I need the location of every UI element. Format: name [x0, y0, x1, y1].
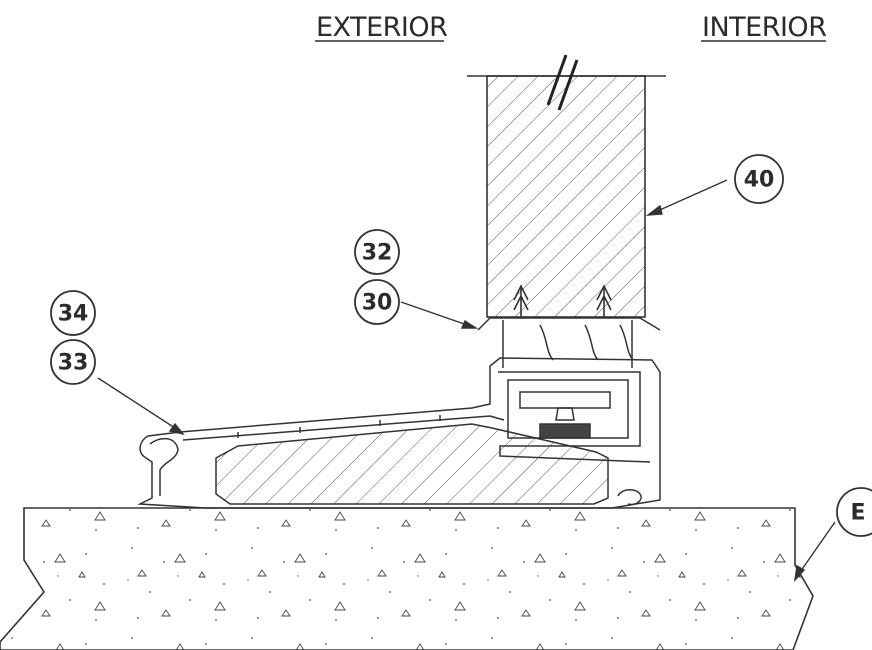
leader-lines: [97, 179, 836, 583]
svg-text:30: 30: [362, 291, 393, 316]
interior-heading: INTERIOR: [701, 12, 827, 43]
door-bottom-sweep: [477, 317, 661, 368]
svg-text:EXTERIOR: EXTERIOR: [316, 12, 447, 43]
callout-30: 30: [354, 279, 400, 325]
svg-text:INTERIOR: INTERIOR: [702, 12, 826, 43]
callout-e: E: [836, 487, 872, 537]
svg-text:40: 40: [744, 168, 775, 193]
callout-34: 34: [50, 290, 96, 336]
svg-text:34: 34: [58, 302, 89, 327]
svg-text:33: 33: [58, 351, 89, 376]
concrete-substrate: [0, 507, 814, 650]
threshold-extrusion: [137, 357, 661, 509]
svg-text:E: E: [850, 501, 865, 526]
exterior-heading: EXTERIOR: [315, 12, 448, 43]
fastener-arrow-right: [596, 284, 612, 317]
callout-40: 40: [734, 154, 784, 204]
svg-text:32: 32: [362, 241, 393, 266]
fastener-arrow-left: [513, 284, 529, 317]
callout-32: 32: [354, 229, 400, 275]
door-slab: [467, 54, 666, 318]
adjustment-screw: [555, 407, 575, 421]
callout-33: 33: [50, 339, 96, 385]
